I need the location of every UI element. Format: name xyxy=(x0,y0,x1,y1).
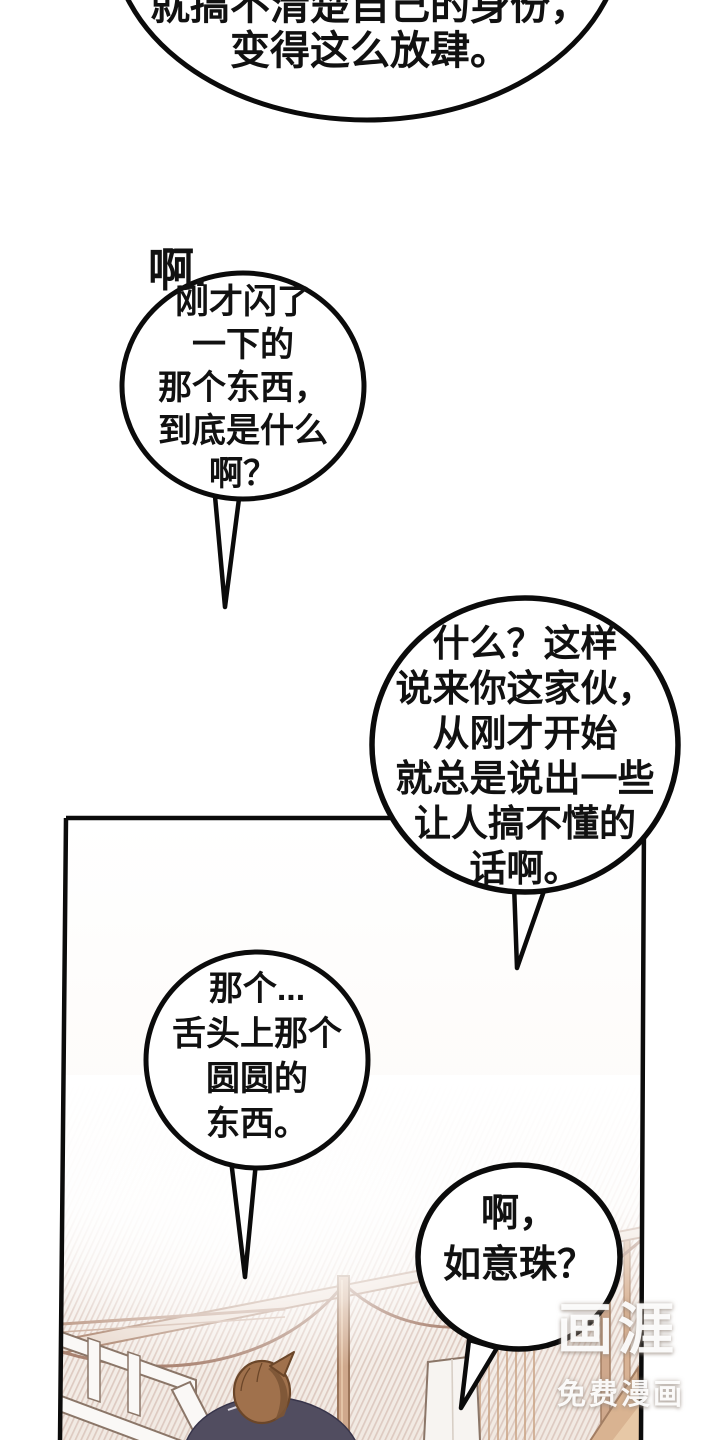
person-hair-shade xyxy=(268,1367,288,1420)
white-railing xyxy=(60,1328,224,1440)
wood-plank-corner-light xyxy=(612,1402,642,1440)
speech-bubble-4 xyxy=(143,949,371,1171)
person-hair-spike xyxy=(269,1351,295,1377)
speech-bubble-5 xyxy=(415,1162,623,1352)
speech-bubble-2-tail xyxy=(211,482,243,610)
speech-bubble-3 xyxy=(369,595,681,895)
speech-bubble-2 xyxy=(119,270,367,502)
speech-text-exclaim: 啊. xyxy=(148,244,207,296)
person-hair-strand xyxy=(240,1367,251,1392)
watermark-tagline: 免费漫画 xyxy=(557,1379,686,1411)
speech-text-bead: 啊， 如意珠？ xyxy=(442,1193,595,1286)
person-back-view xyxy=(184,1351,358,1440)
speech-text-reply: 什么？这样 说来你这家伙， 从刚才开始 就总是说出一些 让人搞不懂的 话啊。 xyxy=(395,623,655,889)
speech-text-flash: 刚才闪了 一下的 那个东西， 到底是什么 啊？ xyxy=(158,283,328,493)
person-hair-strand-2 xyxy=(256,1362,263,1383)
speech-text-top: 就搞不清楚自己的身份， 变得这么放肆。 xyxy=(150,0,590,73)
watermark-logo: 画涯 xyxy=(557,1298,679,1361)
speech-bubble-1 xyxy=(125,0,609,123)
speech-bubbles xyxy=(119,0,681,1411)
speech-text-tongue: 那个... 舌头上那个 圆圆的 东西。 xyxy=(172,970,342,1143)
